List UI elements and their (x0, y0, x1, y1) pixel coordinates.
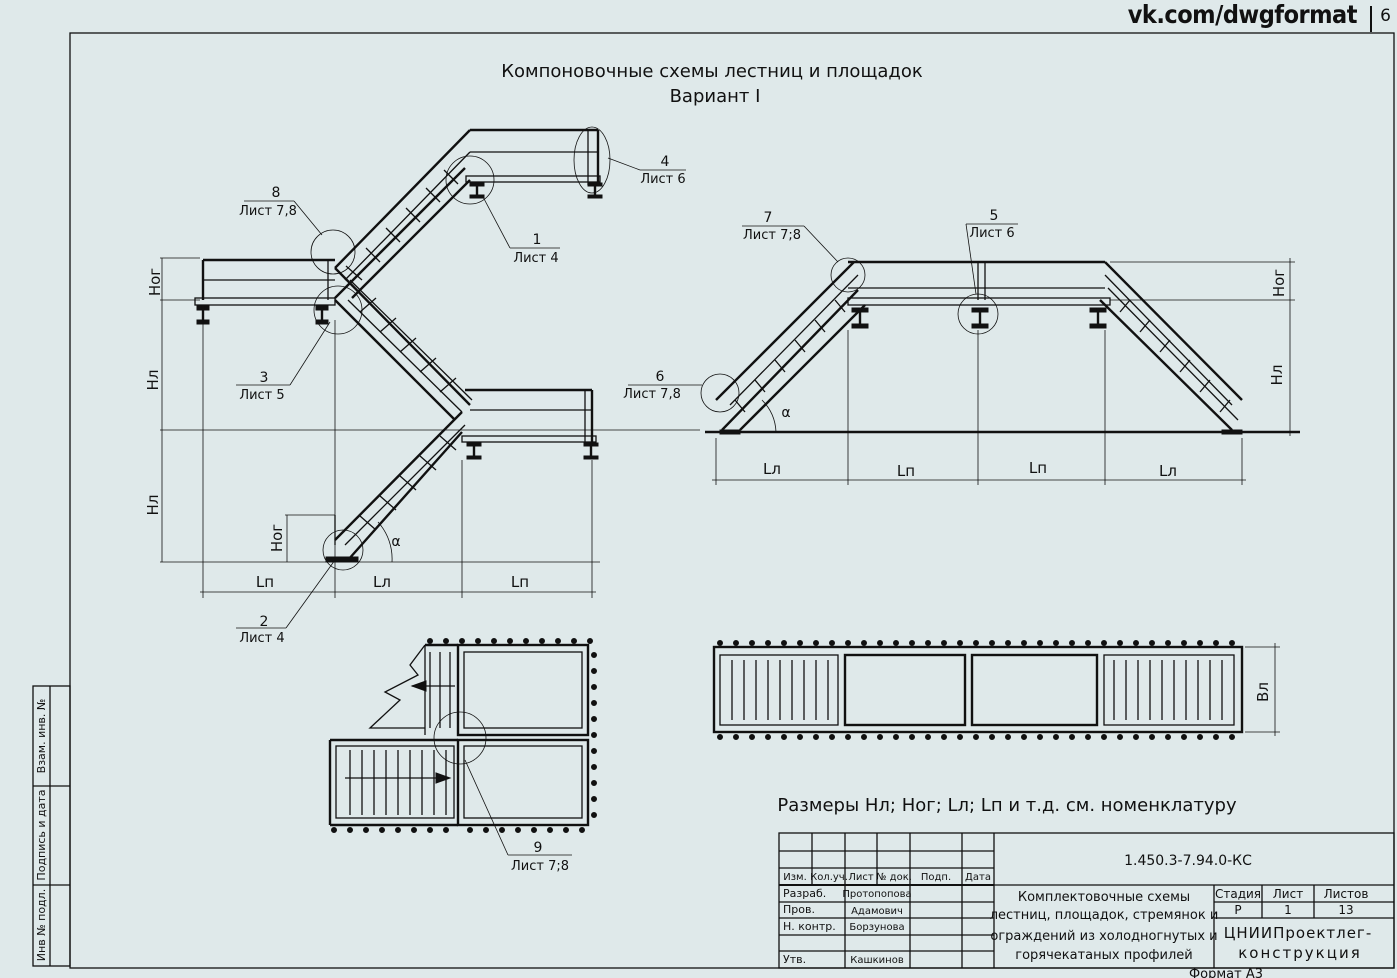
dim-ll-1: Lл (373, 573, 391, 591)
dim-lp-3: Lп (897, 462, 915, 480)
stamp-name-nkontr: Борзунова (849, 922, 904, 933)
stamp-name-razrab: Протопопова (842, 889, 911, 900)
callout-4: 4 Лист 6 (607, 154, 686, 187)
stamp-org-2: конструкция (1238, 944, 1361, 962)
stamp-name-prov: Адамович (851, 906, 903, 917)
drawing-frame (69, 32, 1395, 969)
svg-text:7: 7 (764, 210, 773, 226)
svg-text:9: 9 (534, 840, 543, 856)
svg-text:Кол.уч.: Кол.уч. (810, 872, 848, 883)
side-stamp-vzam: Взам. инв. № (35, 699, 48, 774)
side-stamp: Инв № подл. Подпись и дата Взам. инв. № (32, 685, 71, 967)
svg-text:Лист 7,8: Лист 7,8 (623, 387, 681, 402)
dim-hl-3: Нл (1268, 365, 1286, 386)
svg-text:Лист 4: Лист 4 (239, 631, 284, 646)
stamp-name-utv: Кашкинов (850, 955, 904, 966)
svg-text:3: 3 (260, 370, 269, 386)
stamp-doc-code: 1.450.3-7.94.0-КС (1124, 853, 1252, 869)
stamp-title-2: лестниц, площадок, стремянок и (990, 908, 1219, 923)
dim-ll-3: Lл (1159, 462, 1177, 480)
callout-7: 7 Лист 7;8 (742, 210, 839, 263)
stamp-org-1: ЦНИИПроектлег- (1224, 924, 1372, 942)
stamp-role-prov: Пров. (783, 903, 815, 916)
svg-text:Лист 7;8: Лист 7;8 (743, 228, 801, 243)
callout-8: 8 Лист 7,8 (239, 185, 323, 236)
svg-text:Листов: Листов (1324, 887, 1369, 901)
svg-text:Лист 4: Лист 4 (513, 251, 558, 266)
svg-text:Лист 6: Лист 6 (640, 172, 685, 187)
dim-hog-1: Ног (146, 268, 164, 296)
format-label: Формат А3 (1189, 967, 1263, 978)
left-elevation (160, 126, 700, 765)
dim-ll-2: Lл (763, 460, 781, 478)
svg-text:Лист 5: Лист 5 (239, 388, 284, 403)
alpha-label-1: α (391, 534, 400, 550)
dim-lp-1: Lп (256, 573, 274, 591)
svg-text:Лист: Лист (1273, 887, 1303, 901)
callout-1: 1 Лист 4 (481, 194, 560, 266)
svg-text:8: 8 (272, 185, 281, 201)
dimensions-note: Размеры Нл; Ног; Lл; Lп и т.д. см. номен… (777, 795, 1237, 816)
svg-text:Дата: Дата (965, 872, 991, 883)
callout-2: 2 Лист 4 (236, 559, 336, 646)
callout-5: 5 Лист 6 (965, 208, 1018, 295)
svg-text:6: 6 (656, 369, 665, 385)
svg-text:1: 1 (533, 232, 542, 248)
stamp-stage: Р (1234, 903, 1241, 917)
page-sheet-number: 6 (1370, 6, 1391, 32)
svg-text:Лист 6: Лист 6 (969, 226, 1014, 241)
svg-text:Подп.: Подп. (921, 872, 951, 883)
stamp-sheet: 1 (1284, 903, 1292, 917)
svg-text:Лист 7;8: Лист 7;8 (511, 859, 569, 874)
side-stamp-inv: Инв № подл. (35, 889, 48, 961)
dim-lp-4: Lп (1029, 459, 1047, 477)
stamp-title-4: горячекатаных профилей (1015, 948, 1193, 963)
side-stamp-sign: Подпись и дата (35, 789, 48, 880)
site-watermark: vk.com/dwgformat (1127, 0, 1358, 29)
stamp-sheets: 13 (1338, 903, 1353, 917)
svg-text:Изм.: Изм. (783, 872, 807, 883)
right-elevation (700, 257, 1300, 485)
stamp-title-1: Комплектовочные схемы (1018, 890, 1190, 905)
alpha-label-2: α (781, 405, 790, 421)
title-block: Изм. Кол.уч. Лист № док. Подп. Дата Разр… (778, 832, 1395, 969)
svg-text:Стадия: Стадия (1215, 887, 1261, 901)
stamp-role-utv: Утв. (783, 953, 806, 966)
drawing-title: Компоновочные схемы лестниц и площадок (501, 61, 923, 82)
dim-hl-2: Нл (144, 495, 162, 516)
callout-9: 9 Лист 7;8 (464, 759, 572, 874)
stamp-role-nkontr: Н. контр. (783, 920, 836, 933)
left-plan (328, 638, 597, 833)
svg-text:Лист: Лист (848, 872, 874, 883)
svg-text:5: 5 (990, 208, 999, 224)
dim-lp-2: Lп (511, 573, 529, 591)
svg-text:Лист 7,8: Лист 7,8 (239, 204, 297, 219)
svg-text:4: 4 (661, 154, 670, 170)
dim-hog-3: Ног (1270, 269, 1288, 297)
stamp-role-razrab: Разраб. (783, 887, 826, 900)
stamp-title-3: ограждений из холодногнутых и (990, 929, 1217, 944)
dim-hl-1: Нл (144, 370, 162, 391)
right-plan (712, 640, 1280, 740)
svg-text:2: 2 (260, 614, 269, 630)
callout-3: 3 Лист 5 (236, 321, 331, 403)
callout-6: 6 Лист 7,8 (623, 369, 702, 402)
drawing-subtitle: Вариант I (670, 86, 761, 107)
svg-text:№ док.: № док. (876, 872, 912, 883)
dim-bl: Вл (1254, 682, 1272, 702)
dim-hog-2: Ног (268, 524, 286, 552)
